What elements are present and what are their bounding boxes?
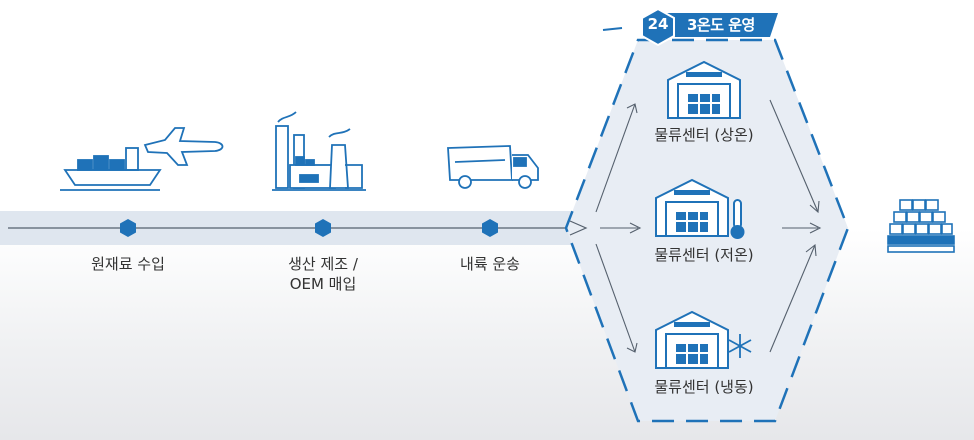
badge-label: 3온도 운영 [687, 16, 755, 34]
timeline-node-1 [120, 219, 136, 237]
step-label-manufacture: 생산 제조 / OEM 매입 [288, 255, 358, 293]
timeline-node-2 [315, 219, 331, 237]
center-label-frozen: 물류센터 (냉동) [654, 378, 754, 396]
branch-arrows [595, 99, 822, 353]
badge-hexagon [641, 7, 675, 47]
arrow-into-zone [569, 220, 588, 236]
center-label-chilled: 물류센터 (저온) [654, 246, 754, 264]
step-label-import: 원재료 수입 [91, 255, 165, 273]
warehouse-icon [667, 60, 741, 119]
badge-banner [660, 13, 778, 37]
center-label-ambient: 물류센터 (상온) [654, 126, 754, 144]
step-label-transport: 내륙 운송 [460, 255, 520, 273]
ship-and-airplane-icon [60, 127, 224, 191]
truck-icon [447, 145, 539, 189]
warehouse-thermometer-icon [655, 178, 745, 239]
badge [602, 7, 778, 47]
stacked-boxes-icon [887, 199, 955, 253]
factory-icon [272, 111, 366, 191]
timeline-node-3 [482, 219, 498, 237]
badge-number: 24 [647, 15, 669, 33]
warehouse-snowflake-icon [655, 310, 752, 369]
